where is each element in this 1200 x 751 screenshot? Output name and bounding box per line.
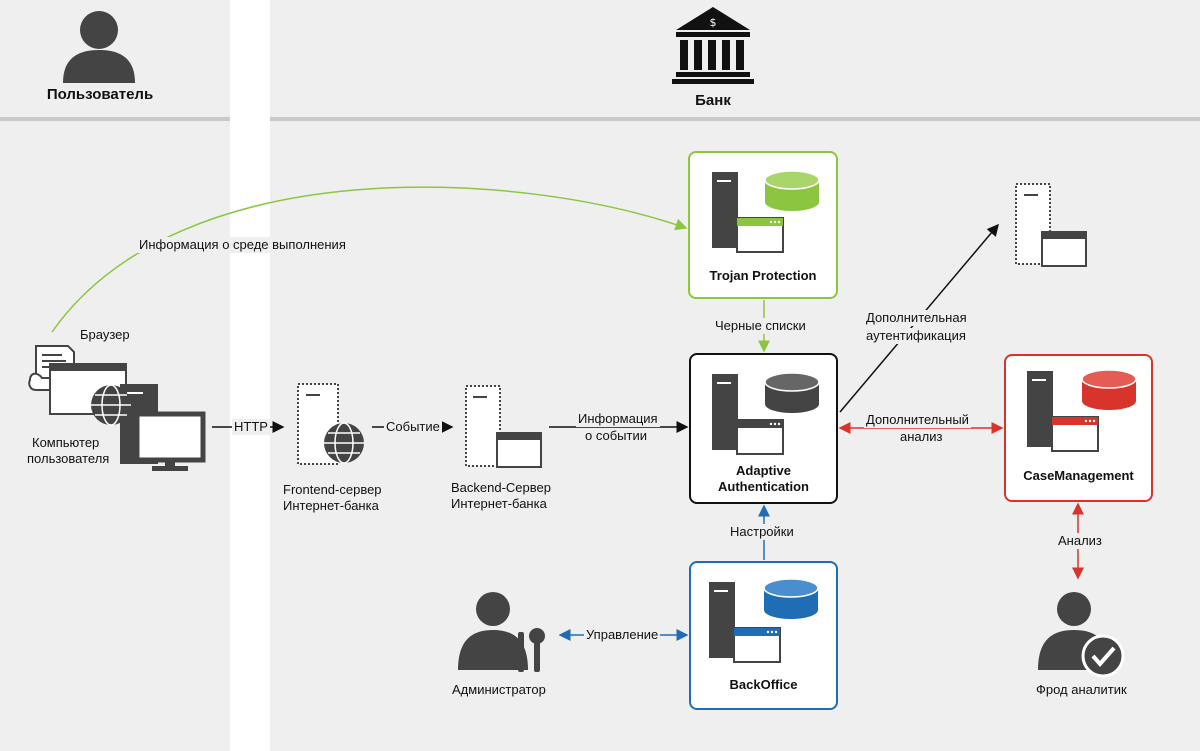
frontend-globe-icon (324, 422, 364, 464)
backoffice-database-icon (763, 578, 819, 619)
case-management-title: CaseManagement (1023, 468, 1134, 483)
user-lane-title: Пользователь (46, 86, 154, 103)
backend-label-line2: Интернет-банка (451, 496, 547, 511)
analysis-label: Анализ (1056, 533, 1104, 549)
extra-analysis-label-line1: Дополнительный (864, 412, 971, 428)
frontend-label-line1: Frontend-сервер (283, 482, 382, 497)
fraud-analyst-label: Фрод аналитик (1036, 682, 1127, 697)
extra-analysis-label-line2: анализ (898, 429, 945, 445)
extra-auth-label-line1: Дополнительная (864, 310, 969, 326)
case-server-icon (1027, 371, 1053, 447)
adaptive-browser-window-icon (736, 419, 784, 455)
backoffice-title: BackOffice (729, 677, 798, 692)
management-label: Управление (584, 627, 661, 643)
bank-lane-title: Банк (695, 92, 731, 109)
blacklists-label: Черные списки (713, 318, 808, 334)
extra-auth-browser-window-icon (1041, 231, 1087, 267)
backend-server-icon (465, 385, 501, 467)
env-info-label: Информация о среде выполнения (137, 237, 348, 253)
bank-building-icon: $ (672, 7, 754, 84)
user-silhouette-icon (63, 11, 135, 83)
adaptive-server-icon (712, 374, 738, 450)
administrator-label: Администратор (452, 682, 546, 697)
env-info-edge (51, 186, 688, 333)
trojan-protection-title: Trojan Protection (709, 268, 817, 283)
backend-label-line1: Backend-Сервер (451, 480, 551, 495)
adaptive-auth-title-line2: Authentication (718, 479, 809, 494)
http-label: HTTP (232, 419, 270, 435)
event-label: Событие (384, 419, 442, 435)
event-info-label-line2: о событии (583, 428, 649, 444)
user-computer-label-line1: Компьютер (32, 435, 100, 450)
frontend-label-line2: Интернет-банка (283, 498, 379, 513)
adaptive-database-icon (764, 372, 820, 413)
backoffice-server-icon (709, 582, 735, 658)
browser-label: Браузер (80, 327, 130, 342)
trojan-server-icon (712, 172, 738, 248)
svg-text:$: $ (710, 16, 717, 29)
backoffice-browser-window-icon (733, 627, 781, 663)
analyst-check-icon (1038, 592, 1125, 678)
event-info-label-line1: Информация (576, 411, 660, 427)
extra-auth-label-line2: аутентификация (864, 328, 968, 344)
monitor-icon (134, 411, 206, 471)
trojan-browser-window-icon (736, 217, 784, 253)
bank-lane-divider (270, 117, 1200, 121)
case-browser-window-icon (1051, 416, 1099, 452)
case-database-icon (1081, 369, 1137, 410)
user-lane-divider (0, 117, 230, 121)
settings-label: Настройки (728, 524, 796, 540)
backend-browser-window-icon (496, 432, 542, 468)
user-computer-label-line2: пользователя (27, 451, 110, 466)
globe-icon (91, 384, 131, 426)
admin-tools-icon (458, 592, 545, 672)
adaptive-auth-title-line1: Adaptive (736, 463, 791, 478)
trojan-database-icon (764, 170, 820, 211)
